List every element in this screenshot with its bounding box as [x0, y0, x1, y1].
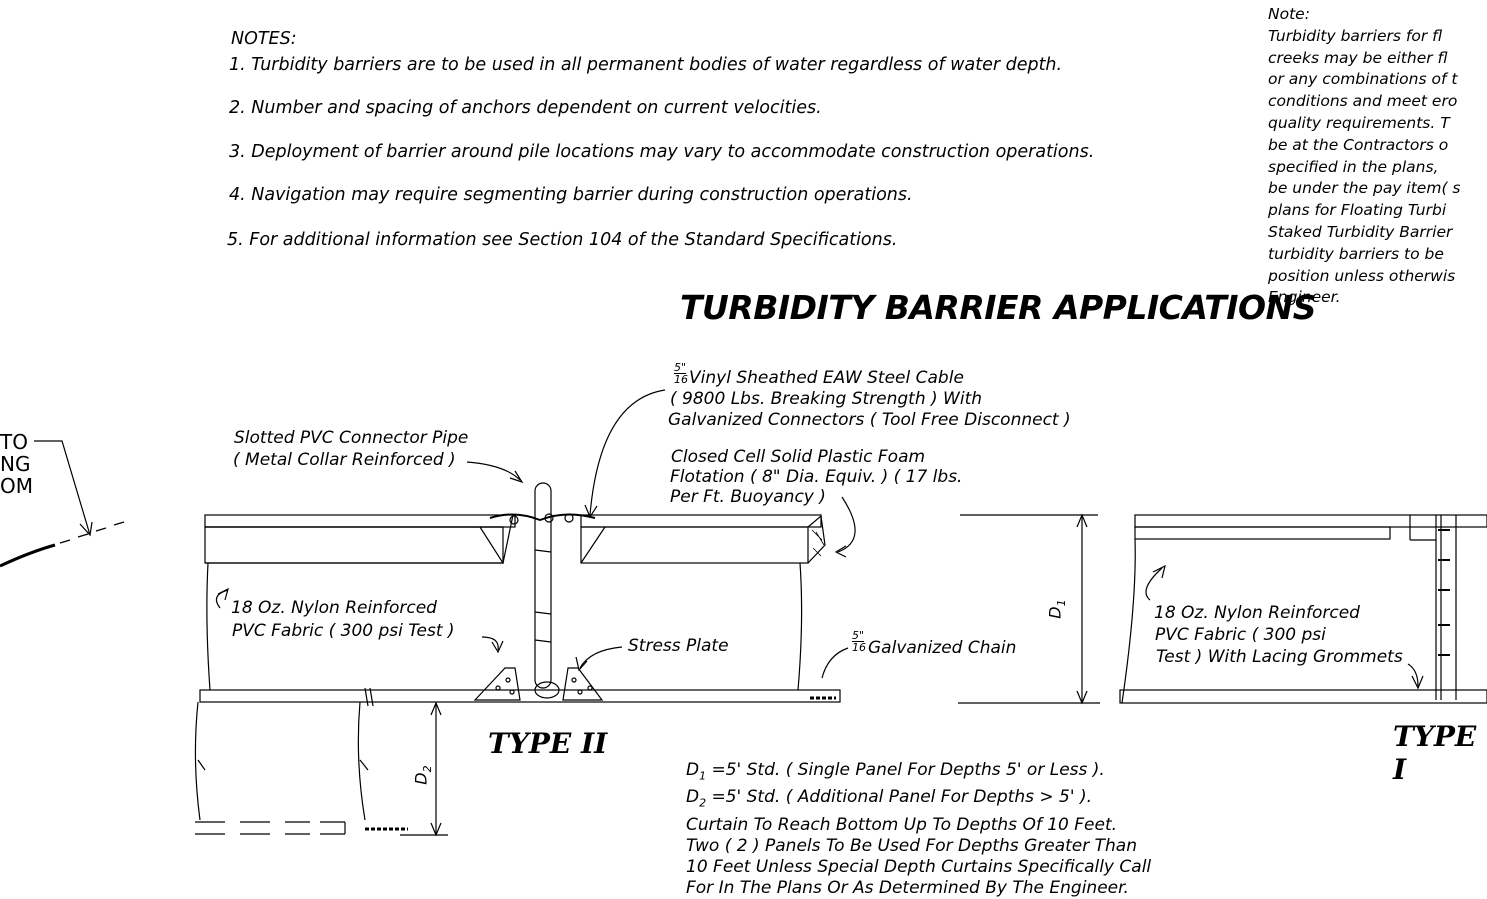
fabric-right-label-line: 18 Oz. Nylon Reinforced — [1154, 603, 1360, 623]
foam-label-line: Closed Cell Solid Plastic Foam — [671, 447, 926, 467]
cable-label-line: Galvanized Connectors ( Tool Free Discon… — [668, 410, 1071, 430]
side-note-line: be under the pay item( s — [1268, 179, 1461, 198]
notes-heading: NOTES: — [231, 29, 297, 49]
foam-label-line: Per Ft. Buoyancy ) — [670, 487, 826, 507]
side-note-line: creeks may be either fl — [1268, 48, 1448, 67]
side-note-line: quality requirements. T — [1268, 113, 1450, 132]
side-note-line: plans for Floating Turbi — [1268, 201, 1447, 220]
curtain-note-line: Two ( 2 ) Panels To Be Used For Depths G… — [686, 836, 1137, 856]
stress-plates — [473, 667, 604, 701]
left-fragment-lines — [0, 440, 125, 568]
d-symbol: D — [1045, 606, 1065, 619]
type-ii-label: TYPE II — [488, 727, 608, 760]
d-symbol: D — [686, 787, 700, 807]
note-item: 1. Turbidity barriers are to be used in … — [229, 55, 1063, 75]
fabric-label-line: 18 Oz. Nylon Reinforced — [231, 598, 437, 618]
chain-fraction: 5" 16 — [852, 629, 866, 654]
fraction-denominator: 16 — [674, 373, 688, 386]
side-note-line: turbidity barriers to be — [1268, 244, 1444, 263]
type2-float-right — [580, 514, 826, 564]
d-subscript: 1 — [1054, 599, 1068, 607]
curtain-note-line: 10 Feet Unless Special Depth Curtains Sp… — [686, 857, 1152, 877]
d1-label: D1 — [1046, 599, 1068, 618]
type2-curtain — [194, 562, 841, 835]
note-item: 3. Deployment of barrier around pile loc… — [229, 142, 1095, 162]
d2-dimension — [400, 701, 448, 837]
chains — [365, 696, 836, 831]
fabric-label-line: PVC Fabric ( 300 psi Test ) — [232, 621, 455, 641]
leader-lines — [215, 389, 1424, 690]
foam-label-line: Flotation ( 8" Dia. Equiv. ) ( 17 lbs. — [670, 467, 963, 487]
d-subscript: 1 — [699, 769, 707, 783]
d-subscript: 2 — [420, 765, 434, 773]
fraction-numerator: 5" — [674, 361, 687, 374]
legend-d2: D2 =5' Std. ( Additional Panel For Depth… — [686, 787, 1092, 813]
side-note-line: Staked Turbidity Barrier — [1268, 222, 1453, 241]
connector-pipe — [489, 482, 596, 689]
fabric-right-label-line: PVC Fabric ( 300 psi — [1155, 625, 1326, 645]
pipe-label-line: Slotted PVC Connector Pipe — [234, 428, 469, 448]
side-note: Note: Turbidity barriers for fl creeks m… — [1268, 4, 1487, 309]
pipe-label-line: ( Metal Collar Reinforced ) — [233, 450, 456, 470]
side-note-line: Turbidity barriers for fl — [1268, 26, 1443, 45]
fabric-right-label-line: Test ) With Lacing Grommets — [1156, 647, 1403, 667]
type-i-label: TYPE I — [1393, 720, 1477, 786]
stress-plate-label: Stress Plate — [628, 636, 729, 656]
side-note-line: specified in the plans, — [1268, 157, 1439, 176]
d1-dimension — [958, 513, 1100, 705]
d-symbol: D — [411, 772, 431, 785]
left-fragment-line: NG — [0, 452, 31, 476]
d2-label: D2 — [412, 765, 434, 784]
d-subscript: 2 — [699, 796, 707, 810]
side-note-line: or any combinations of t — [1268, 70, 1458, 89]
chain-label: Galvanized Chain — [868, 638, 1017, 658]
legend-d1-text: =5' Std. ( Single Panel For Depths 5' or… — [711, 760, 1105, 780]
side-note-heading: Note: — [1268, 5, 1310, 23]
fraction-denominator: 16 — [852, 641, 866, 654]
cable-label-line: ( 9800 Lbs. Breaking Strength ) With — [670, 389, 983, 409]
note-item: 4. Navigation may require segmenting bar… — [229, 185, 913, 205]
note-item: 5. For additional information see Sectio… — [227, 230, 898, 250]
type2-float-left — [204, 514, 516, 564]
curtain-note-line: For In The Plans Or As Determined By The… — [686, 878, 1129, 898]
type1-drawing — [1119, 514, 1487, 704]
note-item: 2. Number and spacing of anchors depende… — [229, 98, 822, 118]
legend-d2-text: =5' Std. ( Additional Panel For Depths >… — [711, 787, 1093, 807]
drawing-title: TURBIDITY BARRIER APPLICATIONS — [680, 288, 1317, 327]
legend-d1: D1 =5' Std. ( Single Panel For Depths 5'… — [686, 760, 1105, 786]
left-fragment-line: TO — [0, 430, 28, 454]
left-fragment-line: OM — [0, 474, 33, 498]
cable-fraction: 5" 16 — [674, 361, 688, 386]
side-note-line: Engineer. — [1268, 288, 1341, 307]
curtain-note-line: Curtain To Reach Bottom Up To Depths Of … — [686, 815, 1118, 835]
d-symbol: D — [686, 760, 700, 780]
side-note-line: conditions and meet ero — [1268, 92, 1458, 111]
side-note-line: position unless otherwis — [1268, 266, 1456, 285]
fraction-numerator: 5" — [852, 629, 865, 642]
side-note-line: be at the Contractors o — [1268, 135, 1449, 154]
cable-label-line: Vinyl Sheathed EAW Steel Cable — [689, 368, 964, 388]
